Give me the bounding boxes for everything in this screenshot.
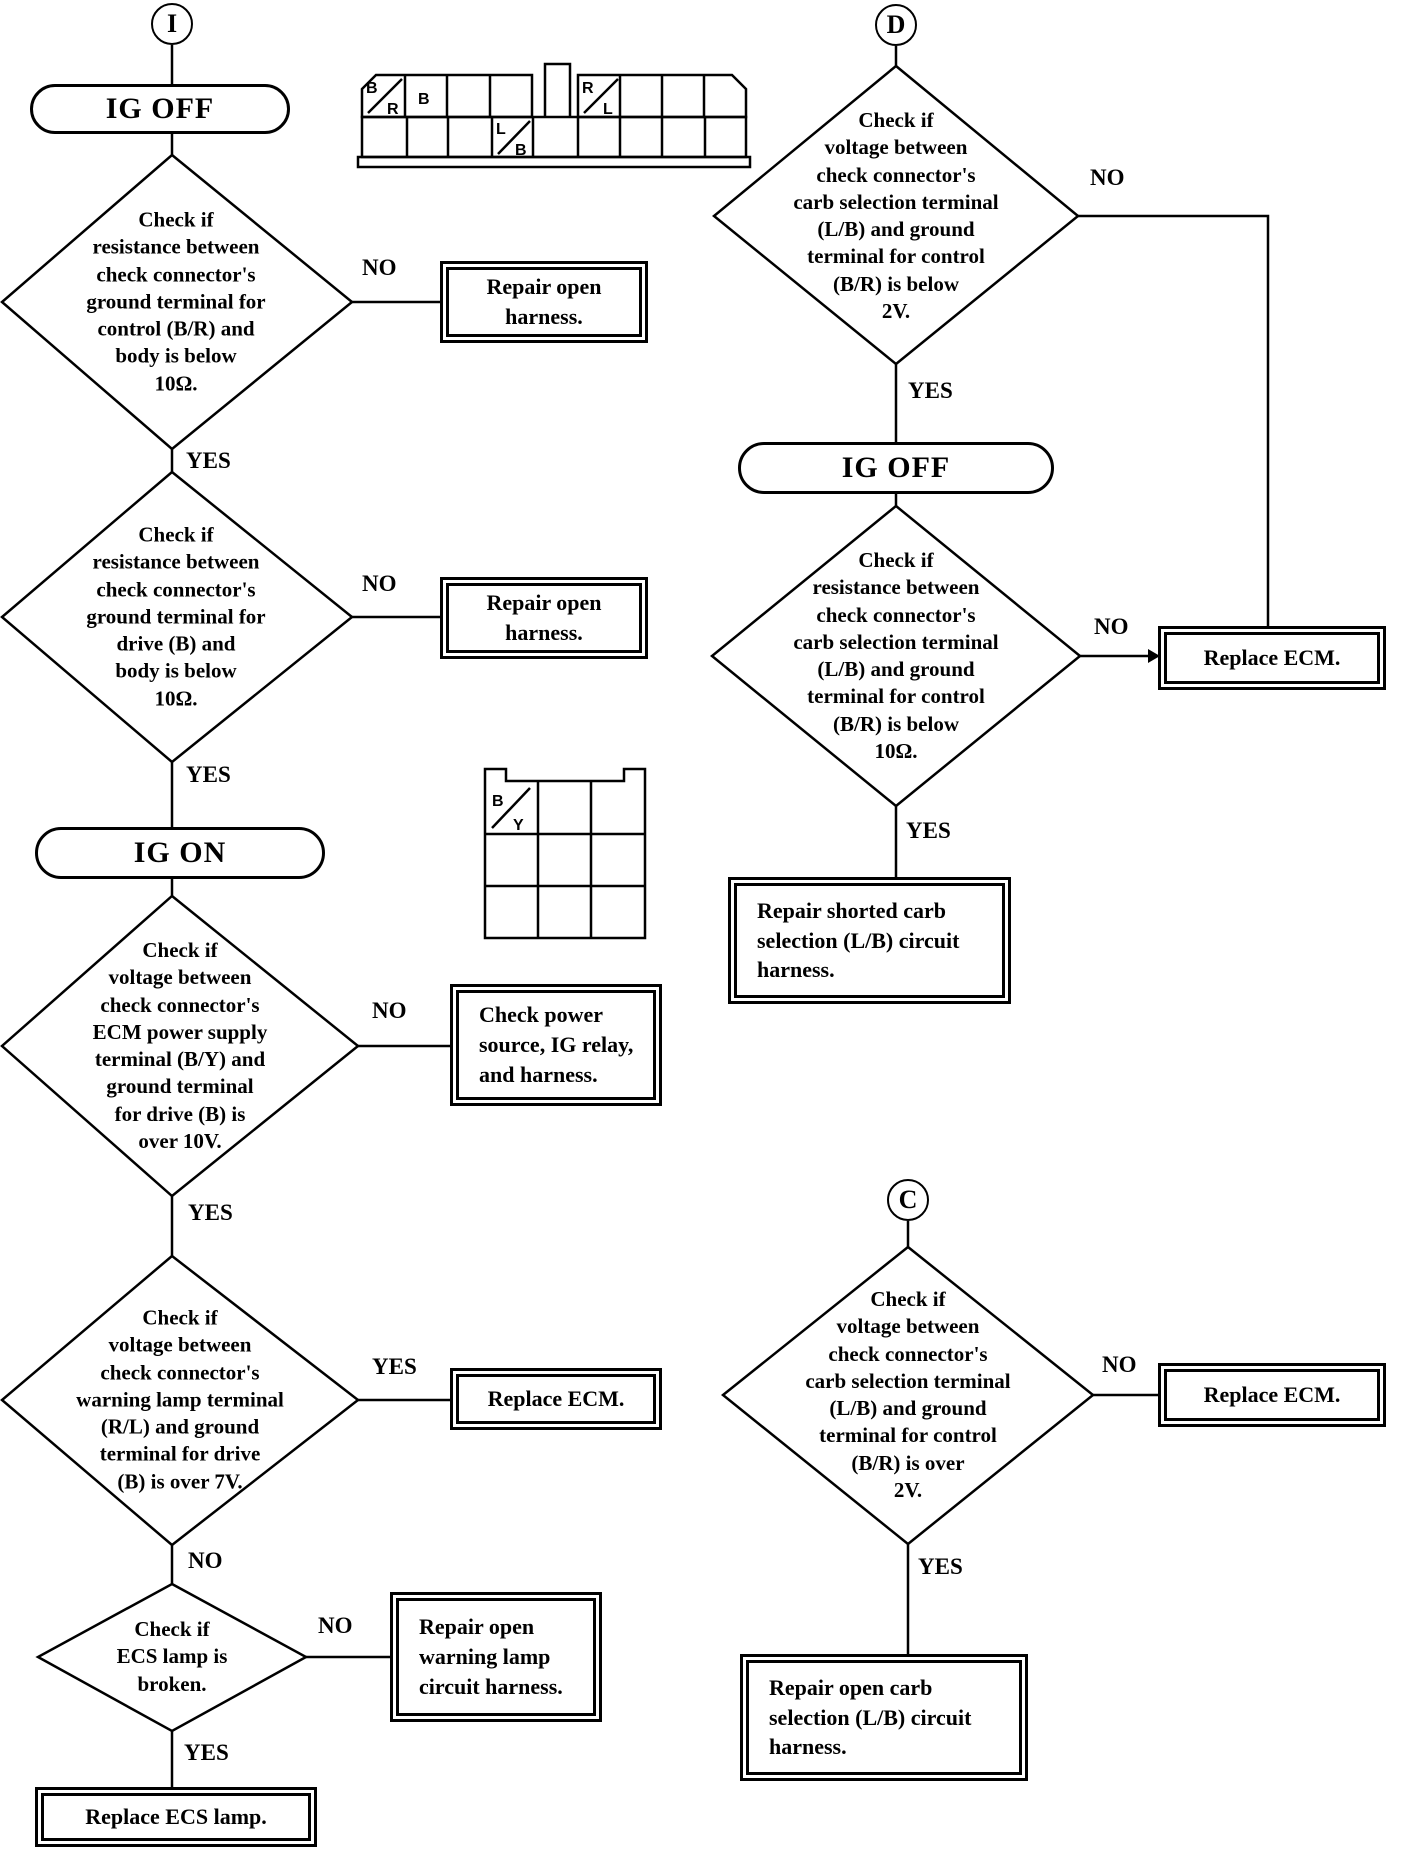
decision-text-c1: Check if voltage between check connector… [805,1286,1011,1502]
decision-diamond-c1 [721,1245,1095,1546]
arrowhead-d2-no [1148,649,1160,663]
decision-text-i3: Check if voltage between check connector… [92,937,268,1153]
edge-label-d2-yes: YES [906,818,951,843]
terminator-ig-off-right: IG OFF [738,442,1054,494]
action-replace-ecm-bottom-right: Replace ECM. [1158,1363,1386,1427]
edge-label-i1-no: NO [362,255,397,280]
edge-label-i5-no: NO [318,1613,353,1638]
terminator-ig-on: IG ON [35,827,325,879]
pin-label-br-top: B [366,80,378,97]
start-circle-d: D [875,4,917,46]
action-replace-ecm-left: Replace ECM. [450,1368,662,1430]
action-repair-open-harness-1: Repair open harness. [440,261,648,343]
edge-label-c1-no: NO [1102,1352,1137,1377]
pin-label-lb-bottom: B [515,142,527,159]
action-text: Repair open warning lamp circuit harness… [396,1598,596,1716]
pin-label-b: B [418,91,430,108]
check-connector-diagram: B R B R L L B [356,62,752,169]
start-circle-c: C [887,1179,929,1221]
decision-diamond-d1 [712,64,1080,366]
decision-diamond-i1 [0,153,354,451]
edge-label-i3-yes: YES [188,1200,233,1225]
decision-diamond-d2 [710,504,1082,808]
action-text: Replace ECM. [1164,632,1380,684]
action-check-power-source: Check power source, IG relay, and harnes… [450,984,662,1106]
pin-label-by-bottom: Y [513,817,524,834]
edge-label-d1-no: NO [1090,165,1125,190]
action-repair-open-carb: Repair open carb selection (L/B) circuit… [740,1654,1028,1781]
decision-text-i5: Check if ECS lamp is broken. [116,1617,228,1696]
decision-text-i4: Check if voltage between check connector… [76,1305,284,1494]
pin-label-by-top: B [492,793,504,810]
decision-diamond-i3 [0,894,360,1198]
pin-label-rl-bottom: L [603,101,613,118]
start-circle-i: I [151,3,193,45]
action-text: Replace ECS lamp. [41,1793,311,1841]
flow-lines-left [170,45,450,1787]
edge-label-i3-no: NO [372,998,407,1023]
pin-label-br-bottom: R [387,101,399,118]
decision-diamonds [0,64,1095,1733]
decision-text-d2: Check if resistance between check connec… [793,547,999,763]
action-replace-ecm-top-right: Replace ECM. [1158,626,1386,690]
flow-line-d1-no-elbow [1078,214,1270,626]
action-replace-ecs-lamp: Replace ECS lamp. [35,1787,317,1847]
action-text: Repair open harness. [446,267,642,337]
edge-label-i1-yes: YES [186,448,231,473]
decision-text-i2: Check if resistance between check connec… [86,522,266,711]
action-text: Repair shorted carb selection (L/B) circ… [734,883,1005,998]
edge-label-i4-no: NO [188,1548,223,1573]
flow-lines-right [894,46,1270,1654]
pin-label-rl-top: R [582,80,594,97]
action-text: Repair open carb selection (L/B) circuit… [746,1660,1022,1775]
action-text: Repair open harness. [446,583,642,653]
decision-diamond-i4 [0,1254,361,1547]
action-repair-open-harness-2: Repair open harness. [440,577,648,659]
decision-diamond-i2 [0,470,354,764]
action-text: Replace ECM. [1164,1369,1380,1421]
edge-label-i2-yes: YES [186,762,231,787]
edge-label-i2-no: NO [362,571,397,596]
action-repair-open-warning-lamp: Repair open warning lamp circuit harness… [390,1592,602,1722]
action-repair-shorted-carb: Repair shorted carb selection (L/B) circ… [728,877,1011,1004]
terminator-ig-off-left: IG OFF [30,84,290,134]
pin-label-lb-top: L [496,121,506,138]
edge-label-d2-no: NO [1094,614,1129,639]
edge-label-i5-yes: YES [184,1740,229,1765]
decision-diamond-i5 [35,1582,309,1733]
ecm-connector-diagram: B Y [483,767,647,940]
action-text: Replace ECM. [456,1374,656,1424]
edge-label-d1-yes: YES [908,378,953,403]
edge-label-c1-yes: YES [918,1554,963,1579]
edge-label-i4-yes: YES [372,1354,417,1379]
decision-text-d1: Check if voltage between check connector… [793,107,999,323]
action-text: Check power source, IG relay, and harnes… [456,990,656,1100]
decision-text-i1: Check if resistance between check connec… [86,207,266,396]
